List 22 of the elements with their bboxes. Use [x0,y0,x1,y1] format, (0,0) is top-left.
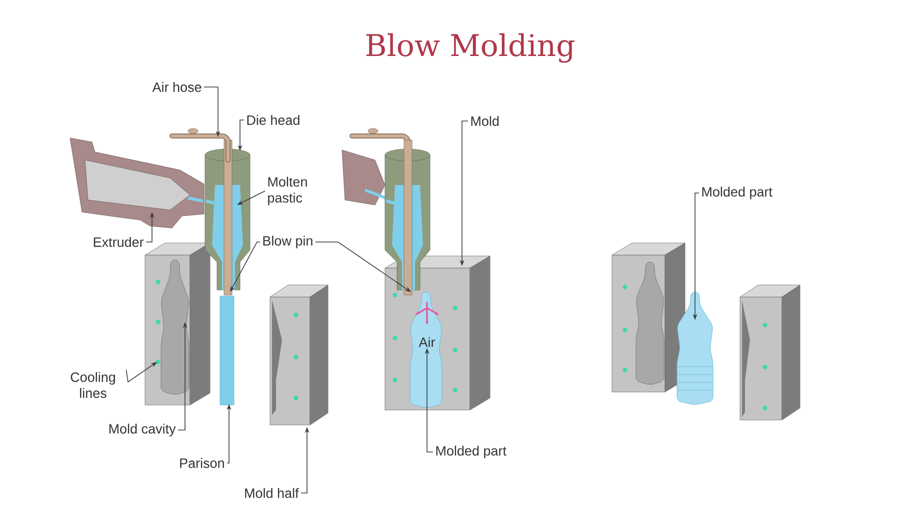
mold-cavity-drawing [160,260,190,395]
part-label: Molded part [702,186,772,200]
part-label: Parison [180,458,224,468]
bottle-drawing: Air [410,292,442,408]
part-label: Cooling lines [70,372,115,398]
part-label: Blow pin [263,236,312,248]
part-label: Air hose [152,82,202,92]
part-label: Molded part [436,446,506,458]
blow-pin-drawing [224,140,232,296]
part-label: Die head [247,115,300,125]
mold-half-drawing [270,284,328,426]
part-label: Extruder [94,237,144,247]
blow-pin-drawing [404,140,412,296]
part-label: Mold half [245,488,299,498]
parison-drawing [220,296,234,406]
air-hose-drawing [170,128,230,162]
part-label: Mold cavity [109,424,176,436]
bottle-drawing [676,292,714,405]
part-label: Mold [471,116,499,126]
part-label: Molten pastic [268,176,307,206]
extruder-drawing [70,138,204,228]
title: Blow Molding [366,33,574,63]
